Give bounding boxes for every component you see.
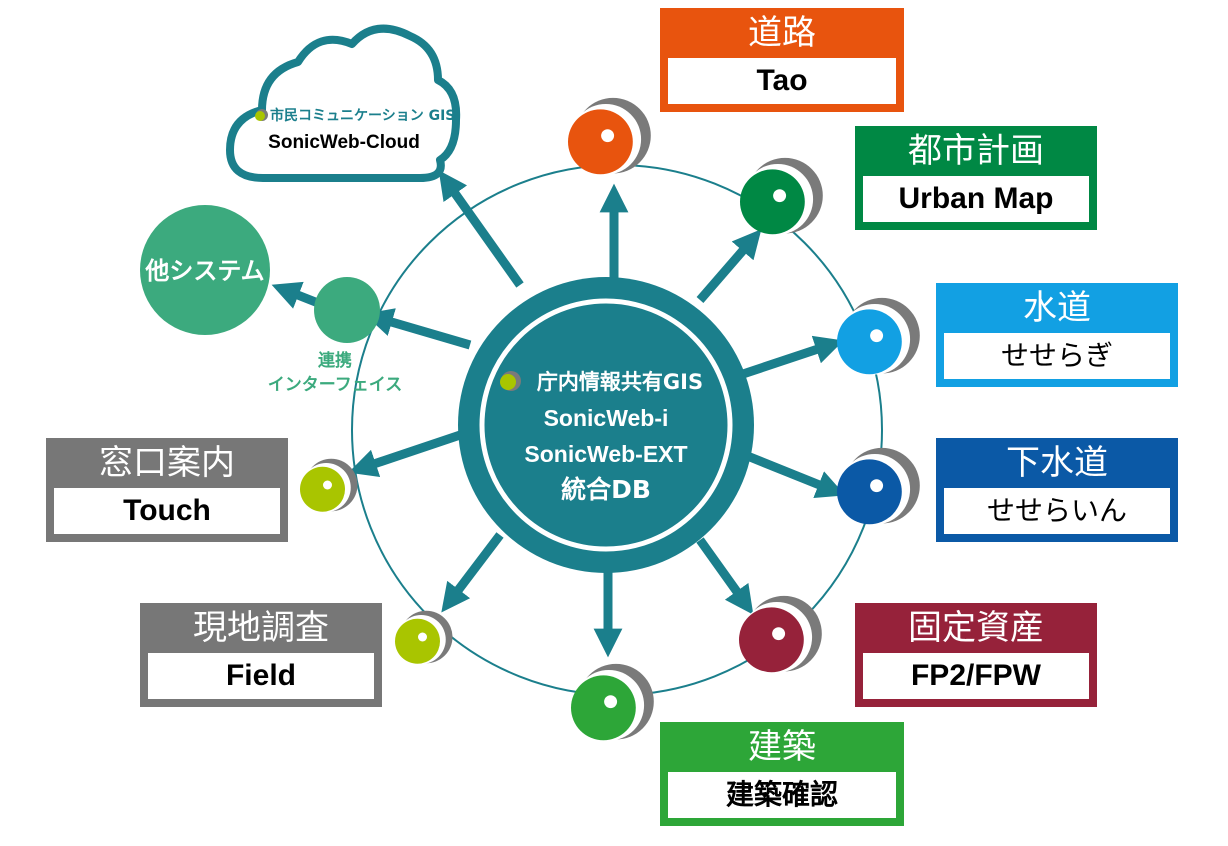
interface-label-1: 連携 [318, 350, 352, 371]
system-box-window: 窓口案内 Touch [46, 438, 288, 542]
hub-line-2: SonicWeb-i [544, 405, 669, 431]
cloud-line-1: 市民コミュニケーション GIS [270, 107, 455, 124]
connection-arrows [271, 170, 846, 658]
other-system-circle [140, 205, 270, 335]
system-box-field: 現地調査 Field [140, 603, 382, 707]
system-category: 水道 [1023, 288, 1091, 328]
arrow-water [738, 335, 844, 380]
build-node-icon [571, 663, 654, 741]
other-system-label: 他システム [144, 257, 264, 285]
interface-label-2: インターフェイス [268, 375, 402, 395]
system-box-sewer: 下水道 せせらいん [936, 438, 1178, 542]
hub-inner-ring [479, 298, 733, 552]
sewer-node-icon [837, 447, 920, 525]
system-category: 建築 [748, 727, 816, 767]
asset-node-icon [739, 595, 822, 673]
arrow-asset [696, 537, 754, 615]
arrow-urban [696, 229, 762, 303]
system-product: Touch [54, 488, 280, 534]
system-category: 都市計画 [908, 131, 1044, 171]
system-category: 現地調査 [193, 608, 329, 648]
arrow-field [441, 532, 504, 613]
hub-logo-icon [500, 371, 521, 391]
system-product: Urban Map [863, 176, 1089, 222]
system-product: せせらいん [944, 488, 1170, 534]
system-category: 窓口案内 [99, 443, 235, 483]
arrow-interface [364, 308, 472, 350]
system-box-urban: 都市計画 Urban Map [855, 126, 1097, 230]
system-product: 建築確認 [668, 772, 896, 818]
hub-line-4: 統合DB [561, 475, 651, 504]
cloud-logo-icon [255, 109, 268, 121]
road-node-icon [568, 97, 651, 175]
hub-line-1: 庁内情報共有GIS [537, 370, 703, 394]
system-box-asset: 固定資産 FP2/FPW [855, 603, 1097, 707]
system-product: Field [148, 653, 374, 699]
hub-circle [458, 277, 754, 573]
window-node-icon [300, 458, 358, 512]
arrow-cloud [438, 170, 524, 288]
water-node-icon [837, 297, 920, 375]
arrow-window [348, 425, 477, 478]
interface-circle [314, 277, 380, 343]
system-product: せせらぎ [944, 333, 1170, 379]
system-box-road: 道路 Tao [660, 8, 904, 112]
cloud-line-2: SonicWeb-Cloud [268, 132, 420, 153]
hub-line-3: SonicWeb-EXT [524, 441, 687, 467]
node-icons [300, 97, 920, 741]
system-category: 下水道 [1006, 443, 1108, 483]
urban-node-icon [740, 157, 823, 235]
system-product: Tao [668, 58, 896, 104]
system-box-water: 水道 せせらぎ [936, 283, 1178, 387]
system-box-build: 建築 建築確認 [660, 722, 904, 826]
system-category: 固定資産 [908, 608, 1044, 648]
field-node-icon [395, 610, 453, 664]
system-product: FP2/FPW [863, 653, 1089, 699]
system-category: 道路 [748, 13, 816, 53]
cloud-shape [226, 24, 461, 182]
arrow-other [271, 281, 320, 309]
arrow-sewer [743, 450, 846, 498]
